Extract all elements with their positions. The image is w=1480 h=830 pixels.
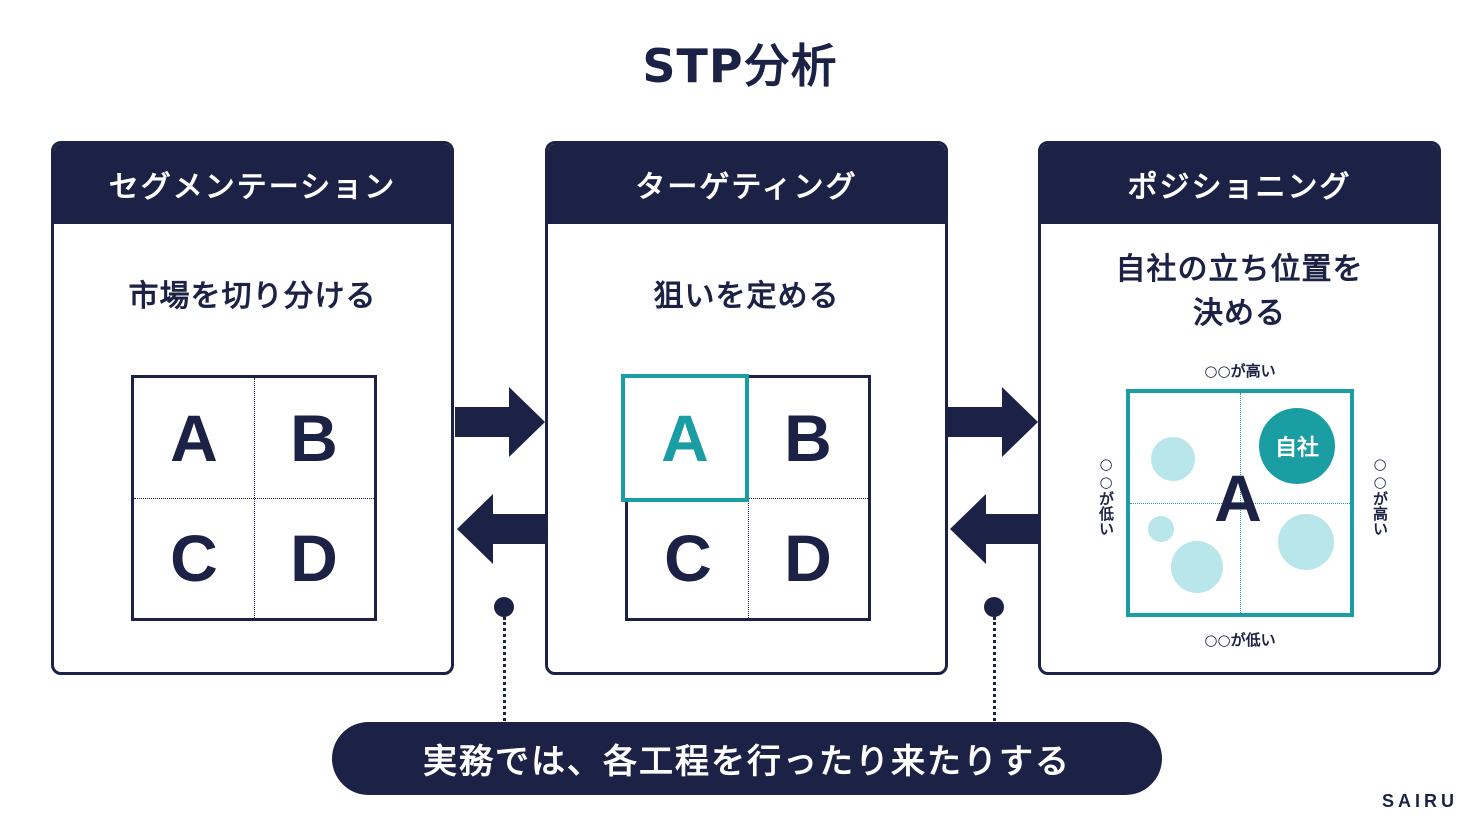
map-right-label: ○○が高い	[1371, 455, 1389, 536]
segment-cell-b: B	[290, 401, 338, 475]
connector-line	[503, 617, 506, 721]
segmentation-subtitle: 市場を切り分ける	[128, 279, 377, 314]
map-bottom-label: ○○が低い	[1204, 631, 1276, 649]
positioning-card: ポジショニング	[1038, 141, 1441, 675]
grid-divider-horizontal	[134, 498, 374, 499]
segmentation-grid: A B C D	[131, 375, 377, 621]
footer-banner: 実務では、各工程を行ったり来たりする	[332, 722, 1162, 795]
competitor-bubble	[1278, 514, 1334, 570]
connector-line	[993, 617, 996, 721]
own-company-bubble: 自社	[1259, 408, 1335, 484]
target-cell-b: B	[784, 401, 832, 475]
arrow-left-icon	[950, 494, 1040, 564]
map-axis-horizontal	[1130, 503, 1350, 504]
segmentation-card: セグメンテーション	[51, 141, 454, 675]
arrow-right-icon	[455, 387, 545, 457]
target-cell-d: D	[784, 521, 832, 595]
map-top-label: ○○が高い	[1204, 362, 1276, 380]
segment-cell-c: C	[170, 521, 218, 595]
connector-dot	[984, 597, 1004, 617]
map-left-label: ○○が低い	[1097, 455, 1115, 536]
segmentation-header: セグメンテーション	[54, 144, 451, 224]
connector-dot	[494, 597, 514, 617]
competitor-bubble	[1148, 516, 1174, 542]
positioning-subtitle-line1: 自社の立ち位置を	[1115, 252, 1364, 287]
competitor-bubble	[1171, 541, 1223, 593]
brand-logo: SAIRU	[1381, 791, 1458, 811]
target-cell-a-highlight: A	[621, 374, 749, 502]
target-cell-c: C	[664, 521, 712, 595]
page-title: STP分析	[642, 39, 838, 93]
positioning-map	[1126, 389, 1354, 617]
segment-cell-d: D	[290, 521, 338, 595]
positioning-header: ポジショニング	[1041, 144, 1438, 224]
targeting-header: ターゲティング	[548, 144, 945, 224]
segment-cell-a: A	[170, 401, 218, 475]
positioning-subtitle-line2: 決める	[1193, 296, 1286, 331]
map-target-label: A	[1214, 461, 1262, 535]
arrow-left-icon	[457, 494, 547, 564]
competitor-bubble	[1151, 437, 1195, 481]
arrow-right-icon	[948, 387, 1038, 457]
targeting-subtitle: 狙いを定める	[653, 279, 840, 314]
